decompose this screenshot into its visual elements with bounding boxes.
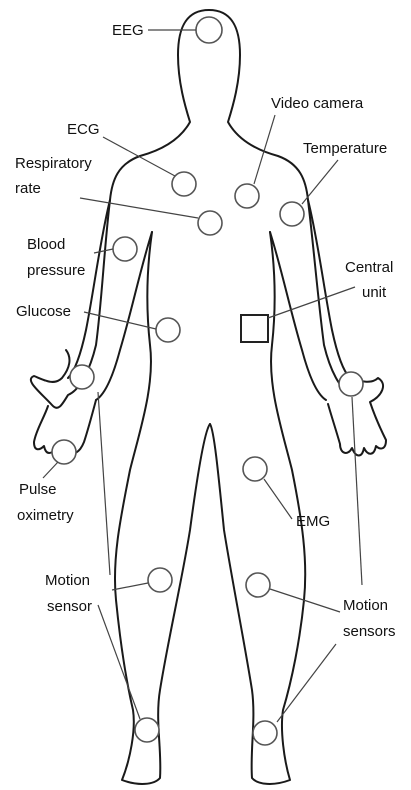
- respiratory-rate-label-line2: rate: [15, 180, 41, 197]
- ecg-sensor: [172, 172, 196, 196]
- emg-leader: [264, 479, 292, 519]
- right-thigh-motion-sensor: [246, 573, 270, 597]
- left-thigh-motion-sensor: [148, 568, 172, 592]
- motion-sensors-label-line1: Motion: [343, 597, 388, 614]
- ecg-label: ECG: [67, 121, 100, 138]
- blood-pressure-label-line2: pressure: [27, 262, 85, 279]
- glucose-sensor: [156, 318, 180, 342]
- blood-pressure-label-line1: Blood: [27, 236, 65, 253]
- eeg-sensor: [196, 17, 222, 43]
- motion-sensor-thigh-leader: [112, 583, 148, 590]
- glucose-leader: [84, 312, 156, 329]
- emg-label: EMG: [296, 513, 330, 530]
- temperature-sensor: [280, 202, 304, 226]
- respiratory-rate-label-line1: Respiratory: [15, 155, 92, 172]
- video-camera-sensor: [235, 184, 259, 208]
- eeg-label: EEG: [112, 22, 144, 39]
- left-wrist-sensor: [70, 365, 94, 389]
- motion-sensors-ankle-leader: [277, 644, 336, 722]
- labels: EEG Video camera ECG Temperature Respira…: [15, 22, 396, 640]
- central-unit-leader: [268, 287, 355, 318]
- blood-pressure-leader: [94, 249, 113, 253]
- central-unit-label-line2: unit: [362, 284, 387, 301]
- pulse-oximetry-leader: [43, 462, 58, 478]
- motion-sensor-label-line1: Motion: [45, 572, 90, 589]
- respiratory-rate-sensor: [198, 211, 222, 235]
- right-arm: [270, 200, 350, 400]
- body-silhouette: [31, 10, 352, 408]
- temperature-leader: [302, 160, 338, 204]
- respiratory-rate-leader: [80, 198, 198, 218]
- motion-sensor-wrist-leader: [98, 392, 110, 575]
- right-ankle-motion-sensor: [253, 721, 277, 745]
- pulse-oximetry-label-line1: Pulse: [19, 481, 57, 498]
- pulse-oximetry-label-line2: oximetry: [17, 507, 74, 524]
- motion-sensors-wrist-leader: [352, 397, 362, 585]
- motion-sensors-label-line2: sensors: [343, 623, 396, 640]
- central-unit-label-line1: Central: [345, 259, 393, 276]
- temperature-label: Temperature: [303, 140, 387, 157]
- pulse-oximetry-sensor: [52, 440, 76, 464]
- motion-sensor-label-line2: sensor: [47, 598, 92, 615]
- right-wrist-sensor: [339, 372, 363, 396]
- video-camera-label-text: Video camera: [271, 95, 364, 112]
- ecg-leader: [103, 137, 175, 176]
- central-unit-box: [241, 315, 268, 342]
- blood-pressure-sensor: [113, 237, 137, 261]
- emg-sensor: [243, 457, 267, 481]
- glucose-label: Glucose: [16, 303, 71, 320]
- video-camera-leader: [254, 115, 275, 184]
- left-ankle-motion-sensor: [135, 718, 159, 742]
